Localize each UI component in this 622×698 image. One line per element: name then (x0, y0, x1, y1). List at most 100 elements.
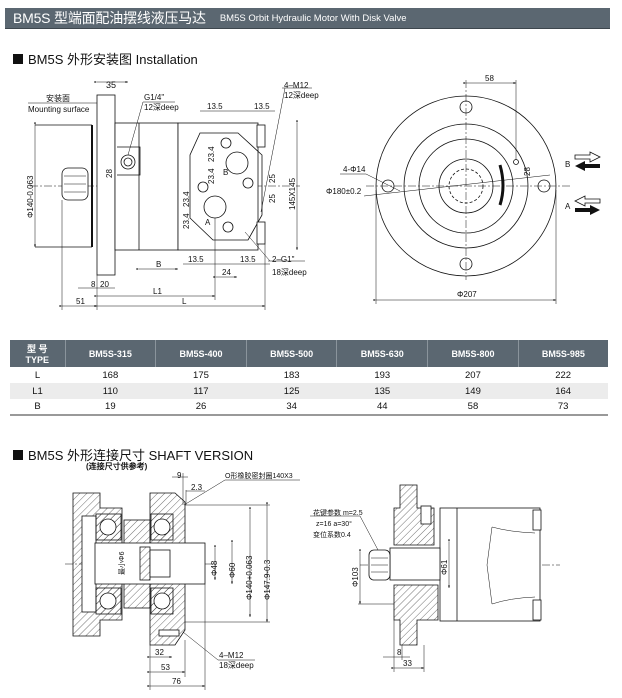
flow-a-label: A (565, 202, 571, 211)
outflow-arrow-icon (575, 205, 600, 215)
mounting-surface-en: Mounting surface (28, 105, 90, 114)
label-2-g1: 2–G1" (272, 255, 295, 264)
dim-l: L (182, 297, 187, 306)
dim-145x145: 145X145 (288, 177, 297, 210)
dim-23-4: 23.4 (182, 191, 191, 207)
installation-side-view: 35 安装面 Mounting surface G1/4" 12深deep 4–… (26, 80, 319, 310)
cell: 58 (427, 399, 519, 416)
outflow-arrow-icon (574, 151, 601, 163)
dim-phi48: Φ48 (210, 560, 219, 576)
cell: 73 (518, 399, 608, 416)
port-a-label: A (205, 218, 211, 227)
motor-body (439, 507, 541, 622)
dim-20: 20 (100, 280, 109, 289)
dim-33: 33 (403, 659, 412, 668)
dim-76: 76 (172, 677, 181, 686)
dim-2-3: 2.3 (191, 483, 203, 492)
mounting-surface-cn: 安装面 (46, 93, 70, 103)
dim-phi140: Φ140+0.063 (245, 555, 254, 600)
bullet-square-icon (13, 53, 23, 64)
model-header: BM5S-315 (65, 340, 157, 367)
label-o-ring: O形橡胶密封圈140X3 (225, 471, 293, 480)
label-spline-z: z=16 a=30° (316, 520, 352, 528)
cell: 175 (193, 369, 209, 381)
model-header: BM5S-800 (427, 340, 519, 367)
dim-9: 9 (177, 471, 182, 480)
bolt-hole-icon (459, 100, 473, 114)
cell: 110 (65, 383, 156, 399)
dim-23-4: 23.4 (207, 146, 216, 162)
dim-13-5-bottom-left: 13.5 (188, 255, 204, 264)
inflow-arrow-icon (575, 161, 600, 171)
port-b-icon (225, 151, 249, 175)
label-spline-params: 花键参数 m=2.5 (313, 508, 363, 517)
bolt-hole-icon (381, 179, 395, 193)
dim-phi207: Φ207 (457, 290, 477, 299)
reference-note: (连接尺寸供参考) (86, 462, 148, 471)
dim-28: 28 (523, 167, 532, 176)
model-header: BM5S-985 (518, 340, 608, 367)
section-heading-shaft: BM5S 外形连接尺寸 SHAFT VERSION (13, 445, 253, 464)
label-4-phi14: 4-Φ14 (343, 165, 366, 174)
dim-l1: L1 (153, 287, 162, 296)
dim-35: 35 (106, 80, 116, 90)
rotation-arrow-icon (498, 164, 505, 206)
dim-28: 28 (105, 169, 114, 178)
dim-8: 8 (91, 280, 96, 289)
cell: 117 (155, 383, 247, 399)
cell: 34 (246, 399, 337, 416)
label-min-phi6: 最小Φ6 (117, 551, 126, 575)
label-phi180: Φ180±0.2 (326, 187, 362, 196)
bolt-hole-icon (459, 257, 473, 271)
dim-phi140: Φ140-0.063 (26, 175, 35, 218)
shaft-version-section-view: 9 2.3 O形橡胶密封圈140X3 最小Φ6 Φ48 Φ60 Φ140+0.0… (65, 471, 300, 690)
dim-51: 51 (76, 297, 85, 306)
cell: 26 (155, 399, 247, 416)
model-header: BM5S-500 (246, 340, 338, 367)
bolt-hole-icon (537, 179, 551, 193)
label-4-m12: 4–M12 (219, 651, 244, 660)
dim-phi103: Φ103 (351, 567, 360, 587)
dim-13-5-top-left: 13.5 (207, 102, 223, 111)
model-header: BM5S-400 (155, 340, 247, 367)
cell: 164 (518, 383, 608, 399)
cell: 207 (465, 369, 481, 381)
label-g14: G1/4" (144, 93, 164, 102)
dim-24: 24 (222, 268, 231, 277)
dim-25: 25 (268, 194, 277, 203)
dim-8: 8 (397, 648, 402, 657)
row-label: L (34, 369, 41, 381)
cell: 125 (246, 383, 337, 399)
page-title: BM5S 型端面配油摆线液压马达 (13, 10, 206, 26)
cell: 183 (283, 369, 300, 381)
dim-25: 25 (268, 174, 277, 183)
cell: 135 (336, 383, 428, 399)
dim-23-4: 23.4 (207, 168, 216, 184)
dim-13-5-bottom-right: 13.5 (240, 255, 256, 264)
flow-b-label: B (565, 160, 570, 169)
port-plate (189, 132, 263, 241)
row-label: L1 (10, 383, 65, 399)
dim-23-4: 23.4 (182, 213, 191, 229)
page-subtitle: BM5S Orbit Hydraulic Motor With Disk Val… (219, 12, 407, 24)
shaft-version-motor-view: 花键参数 m=2.5 z=16 a=30° 变位系数0.4 Φ103 Φ61 8… (310, 484, 560, 672)
cell: 19 (65, 399, 156, 416)
dim-b: B (156, 260, 161, 269)
title-bar: BM5S 型端面配油摆线液压马达 BM5S Orbit Hydraulic Mo… (5, 8, 610, 29)
label-4-m12: 4–M12 (284, 81, 309, 90)
row-label: B (10, 399, 65, 416)
model-header: BM5S-630 (336, 340, 429, 367)
dim-53: 53 (161, 663, 170, 672)
label-m12-deep: 18深deep (219, 661, 254, 670)
flange-outline (375, 95, 557, 277)
section-title: BM5S 外形安装图 Installation (28, 52, 198, 67)
label-spline-shift: 变位系数0.4 (313, 530, 351, 539)
installation-front-view: 58 28 4-Φ14 Φ180±0.2 Φ207 B A (326, 74, 601, 304)
cell: 222 (555, 369, 572, 381)
section-title: BM5S 外形连接尺寸 SHAFT VERSION (28, 448, 254, 463)
cell: 168 (102, 369, 119, 381)
